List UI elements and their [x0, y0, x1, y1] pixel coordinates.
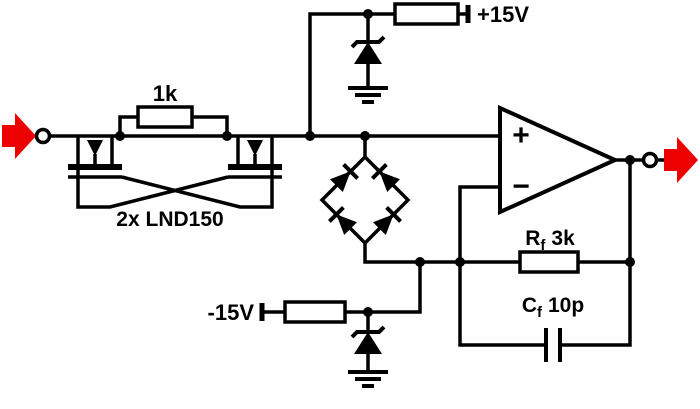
bottom-zener-triangle [354, 332, 382, 354]
negative-supply-resistor [283, 300, 347, 324]
bottom-ground-bars [348, 370, 388, 388]
bottom-ground-icon [348, 370, 388, 388]
bridge-diode-bottom-left [327, 205, 357, 235]
top-ground-icon [348, 86, 388, 104]
mosfet-pair: 2x LND150 [68, 136, 282, 231]
opamp-plus-sign: + [512, 119, 530, 152]
diode-triangle [379, 171, 400, 192]
diode-triangle [330, 171, 351, 192]
junction-dot [363, 9, 373, 19]
wires [49, 12, 664, 372]
positive-rail-wire [308, 12, 466, 136]
opamp-triangle [498, 104, 620, 216]
junction-dot [363, 307, 373, 317]
junction-dot [415, 257, 425, 267]
capacitor-plates [544, 328, 562, 362]
gate-cross-wire-a [121, 168, 274, 209]
mosfet-right-arrow-icon [247, 140, 263, 156]
top-ground-bars [348, 86, 388, 104]
input-terminal [2, 113, 52, 159]
junction-dot [360, 131, 370, 141]
mosfet-right [228, 136, 282, 179]
diode-bridge [319, 154, 411, 246]
positive-supply: +15V [348, 2, 529, 104]
resistor-body [136, 105, 194, 129]
feedback-resistor-body [518, 250, 580, 274]
bridge-diode-bottom-right [373, 205, 403, 235]
opamp-minus-sign: − [512, 170, 530, 203]
top-zener-triangle [354, 42, 382, 64]
junction-dots [115, 9, 635, 317]
mosfet-pair-label: 2x LND150 [116, 208, 223, 231]
resistor-loop-wire [118, 115, 229, 136]
input-arrow-icon [2, 113, 36, 159]
negative-supply-label: -15V [208, 300, 255, 325]
diode-cathode-bar [342, 162, 360, 180]
bottom-zener-diode [350, 325, 386, 354]
diode-cathode-bar [327, 205, 345, 223]
diode-triangle [373, 214, 394, 235]
bridge-diode-top-right [370, 162, 400, 192]
junction-dot [115, 131, 125, 141]
input-terminal-circle [34, 127, 52, 145]
junction-dot [625, 155, 635, 165]
positive-supply-label: +15V [477, 2, 529, 27]
junction-dot [455, 257, 465, 267]
junction-dot [305, 131, 315, 141]
protection-resistor-label: 1k [153, 81, 178, 106]
positive-supply-resistor [393, 2, 460, 26]
diode-cathode-bar [370, 162, 388, 180]
output-terminal-circle [641, 151, 659, 169]
bridge-diode-top-left [330, 162, 360, 192]
junction-dot [222, 131, 232, 141]
junction-dot [625, 257, 635, 267]
protection-resistor: 1k [136, 81, 194, 129]
output-arrow-icon [664, 137, 698, 183]
top-zener-diode [350, 35, 386, 64]
output-terminal [641, 137, 698, 183]
mosfet-left-arrow-icon [87, 140, 103, 156]
opamp: + − [498, 104, 620, 216]
bridge-outline [319, 154, 411, 246]
negative-supply: -15V [208, 300, 388, 388]
diode-triangle [336, 214, 357, 235]
bridge-bottom-wire [363, 243, 630, 264]
diode-cathode-bar [385, 205, 403, 223]
gate-cross-wire-b [76, 168, 229, 209]
mosfet-left [68, 136, 122, 179]
